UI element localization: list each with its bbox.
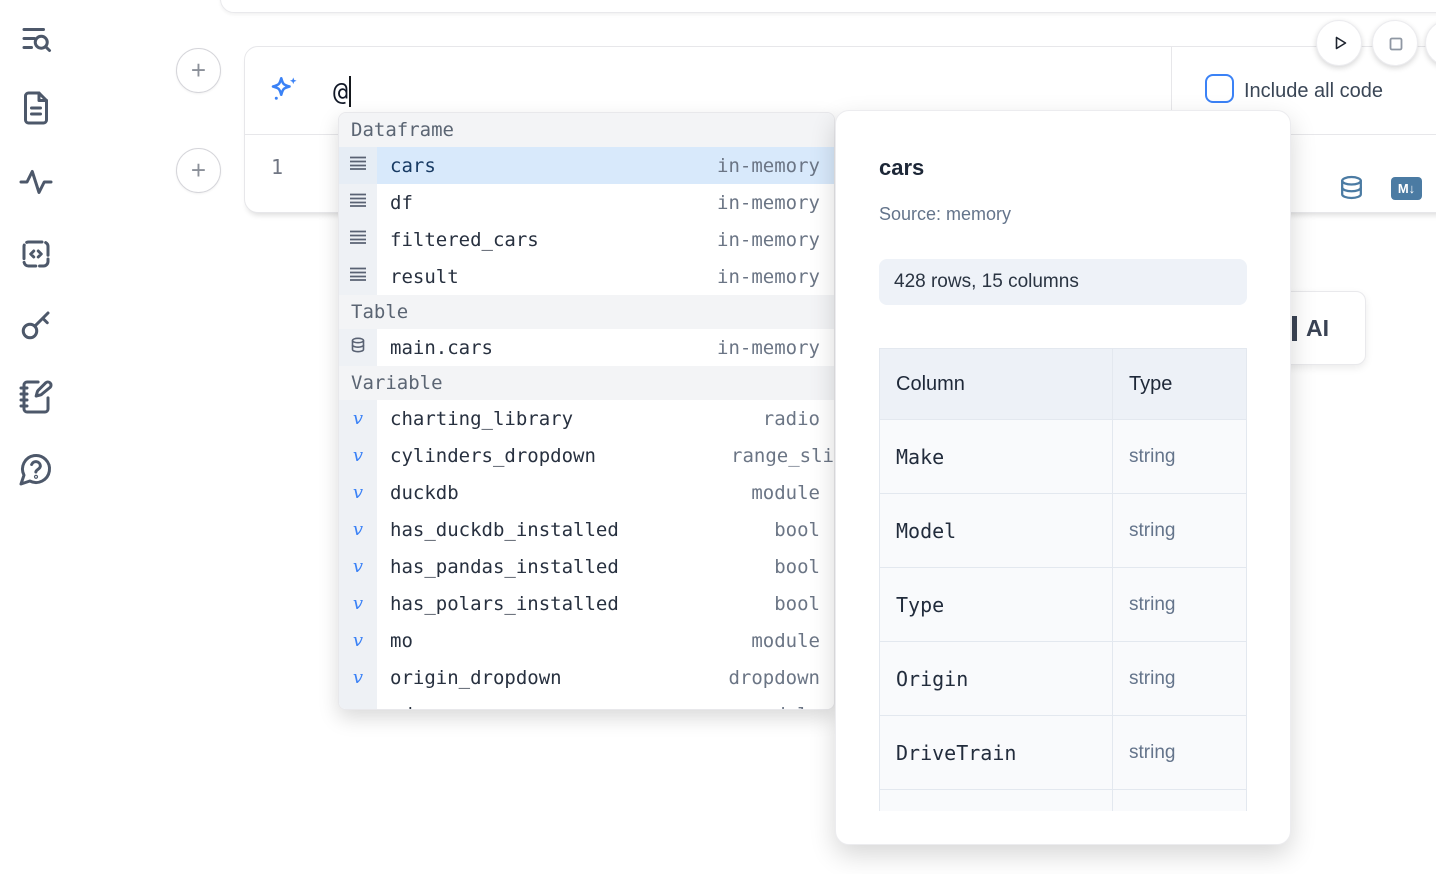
table-row-partial [880,790,1246,811]
table-row: Make string [880,420,1246,494]
autocomplete-item-has-duckdb-installed[interactable]: v has_duckdb_installed bool [339,511,834,548]
autocomplete-item-result[interactable]: result in-memory [339,258,834,295]
autocomplete-item-main-cars[interactable]: main.cars in-memory [339,329,834,366]
markdown-icon[interactable]: M↓ [1391,177,1422,200]
code-square-icon[interactable] [18,236,54,272]
autocomplete-item-cylinders-dropdown[interactable]: v cylinders_dropdown range_sli [339,437,834,474]
sparkles-ai-icon [267,73,303,109]
section-header-variable: Variable [339,366,834,400]
autocomplete-dropdown: Dataframe cars in-memory df in-memory fi… [338,112,835,710]
text-caret [349,75,352,107]
line-number: 1 [271,155,284,179]
database-icon[interactable] [1337,173,1366,207]
left-sidebar [0,0,70,874]
previous-cell [220,0,1436,13]
dataframe-icon [339,184,377,221]
variable-icon: v [339,622,377,659]
autocomplete-item-cars[interactable]: cars in-memory [339,147,834,184]
autocomplete-item-df[interactable]: df in-memory [339,184,834,221]
clipped-label-fragment [1292,315,1297,341]
variable-icon: v [339,437,377,474]
section-header-dataframe: Dataframe [339,113,834,147]
autocomplete-item-mo[interactable]: v mo module [339,622,834,659]
prompt-value: @ [333,76,349,106]
autocomplete-item-has-pandas-installed[interactable]: v has_pandas_installed bool [339,548,834,585]
autocomplete-item-has-polars-installed[interactable]: v has_polars_installed bool [339,585,834,622]
variable-icon: v [339,548,377,585]
list-search-icon[interactable] [18,22,54,58]
add-cell-above-button[interactable]: + [176,48,221,93]
dataframe-preview-panel: cars Source: memory 428 rows, 15 columns… [835,110,1291,845]
table-row: DriveTrain string [880,716,1246,790]
stop-button[interactable] [1372,20,1418,66]
add-cell-below-button[interactable]: + [176,148,221,193]
table-header-row: Column Type [880,349,1246,420]
column-header: Column [880,349,1113,419]
variable-icon: v [339,659,377,696]
shape-badge: 428 rows, 15 columns [879,259,1247,305]
autocomplete-item-pd[interactable]: v pd module [339,696,834,709]
include-all-code-checkbox[interactable] [1205,74,1234,103]
variable-icon: v [339,585,377,622]
run-cell-button[interactable] [1316,20,1362,66]
dataframe-icon [339,147,377,184]
autocomplete-item-filtered-cars[interactable]: filtered_cars in-memory [339,221,834,258]
notebook-pen-icon[interactable] [18,379,54,415]
divider [1171,47,1172,135]
autocomplete-item-charting-library[interactable]: v charting_library radio [339,400,834,437]
help-chat-icon[interactable] [18,451,54,487]
table-row: Model string [880,494,1246,568]
key-icon[interactable] [18,307,54,343]
table-row: Type string [880,568,1246,642]
table-row: Origin string [880,642,1246,716]
variable-icon: v [339,400,377,437]
autocomplete-item-origin-dropdown[interactable]: v origin_dropdown dropdown [339,659,834,696]
dataframe-icon [339,221,377,258]
file-text-icon[interactable] [18,90,54,126]
activity-icon[interactable] [18,164,54,200]
variable-icon: v [339,511,377,548]
include-all-code-label: Include all code [1244,79,1383,102]
section-header-table: Table [339,295,834,329]
dataframe-icon [339,258,377,295]
table-database-icon [339,329,377,366]
code-editor[interactable]: 1 M↓ [245,135,1436,213]
autocomplete-item-duckdb[interactable]: v duckdb module [339,474,834,511]
preview-source: Source: memory [879,204,1012,224]
preview-title: cars [879,155,925,180]
variable-icon: v [339,474,377,511]
variable-icon: v [339,696,377,709]
type-header: Type [1129,372,1173,395]
schema-table: Column Type Make string Model string Typ… [879,348,1247,811]
